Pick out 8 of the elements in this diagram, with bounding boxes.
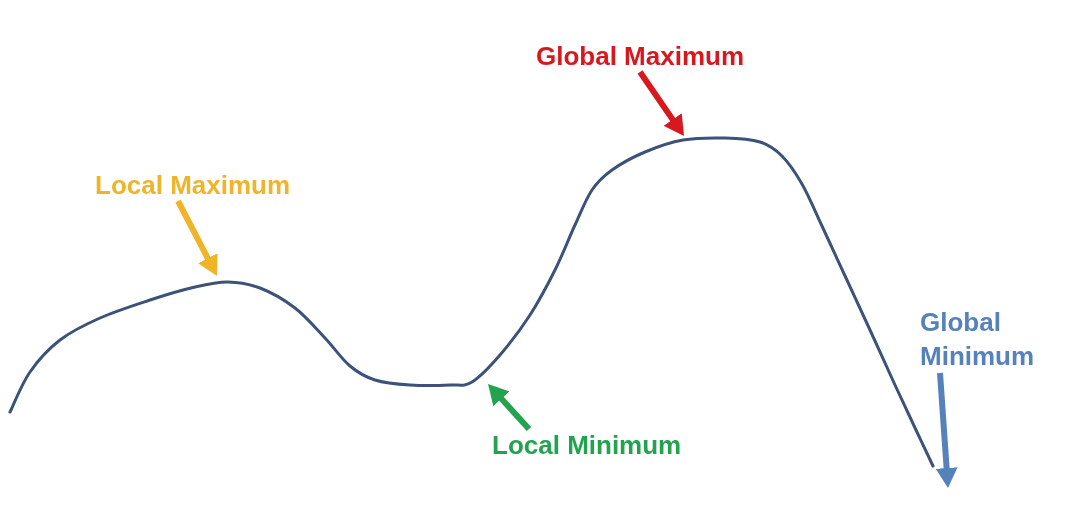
callout-label: Global Maximum <box>536 40 745 72</box>
arrow <box>175 199 220 278</box>
arrow <box>637 70 687 138</box>
callout-label: Local Minimum <box>492 429 682 461</box>
callout-label: Local Maximum <box>95 169 291 201</box>
arrow <box>935 372 958 489</box>
callout-label: Global Minimum <box>920 305 1052 373</box>
arrow <box>485 381 532 432</box>
